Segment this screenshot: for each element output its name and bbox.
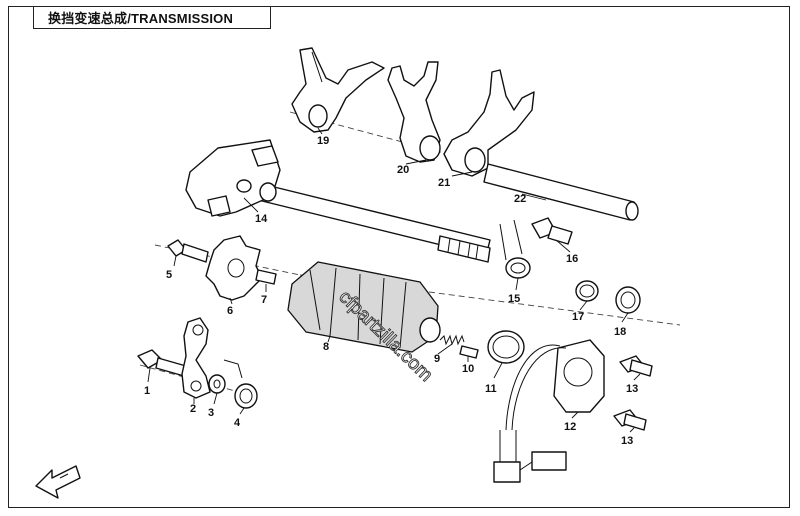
screw-13a — [619, 355, 653, 377]
diagram-frame — [8, 6, 790, 508]
circlip-17 — [575, 280, 599, 302]
callout-4: 4 — [234, 417, 241, 429]
callout-14: 14 — [255, 213, 268, 225]
front-direction-arrow-icon — [35, 465, 81, 499]
callout-2: 2 — [190, 403, 196, 415]
callout-12: 12 — [564, 421, 576, 433]
fork-shaft-22 — [483, 163, 639, 221]
callout-13a: 13 — [626, 383, 638, 395]
washer-18 — [615, 286, 641, 314]
spring-9 — [439, 334, 465, 346]
callout-6: 6 — [227, 305, 233, 317]
spring-4 — [223, 359, 258, 409]
shift-fork-21 — [443, 69, 535, 177]
callout-20: 20 — [397, 164, 409, 176]
stopper-axis-line — [139, 364, 251, 396]
callout-18: 18 — [614, 326, 626, 338]
callout-5: 5 — [166, 269, 172, 281]
callout-17: 17 — [572, 311, 584, 323]
leader-lines — [147, 127, 641, 433]
shift-drum-8 — [287, 261, 441, 353]
star-plate-6 — [205, 235, 263, 301]
bolt-16 — [531, 217, 573, 245]
pin-7 — [255, 269, 277, 285]
callout-9: 9 — [434, 353, 440, 365]
bolt-1 — [137, 349, 187, 377]
shift-fork-20 — [387, 61, 441, 163]
callout-22: 22 — [514, 193, 526, 205]
callout-3: 3 — [208, 407, 214, 419]
callout-16: 16 — [566, 253, 578, 265]
diagram-title: 换挡变速总成/TRANSMISSION — [48, 11, 234, 26]
o-ring-11 — [487, 330, 525, 364]
callout-10: 10 — [462, 363, 474, 375]
washer-3 — [208, 374, 226, 394]
callout-13b: 13 — [621, 435, 633, 447]
gearshift-shaft-14 — [185, 139, 491, 263]
bolt-5 — [167, 239, 209, 263]
callout-11: 11 — [485, 383, 497, 395]
callout-1: 1 — [144, 385, 150, 397]
callout-8: 8 — [323, 341, 329, 353]
callout-numbers: 1 2 3 4 5 6 7 8 9 10 11 12 13 13 14 15 1… — [144, 135, 638, 447]
gear-sensor-12 — [493, 339, 605, 483]
pin-10 — [459, 345, 479, 359]
screw-13b — [613, 409, 647, 431]
callout-19: 19 — [317, 135, 329, 147]
shift-fork-19 — [291, 47, 385, 133]
callout-21: 21 — [438, 177, 450, 189]
callout-15: 15 — [508, 293, 520, 305]
stopper-arm-2 — [181, 317, 211, 399]
callout-7: 7 — [261, 294, 267, 306]
spring-15 — [499, 219, 531, 279]
title-box: 换挡变速总成/TRANSMISSION — [33, 6, 271, 29]
